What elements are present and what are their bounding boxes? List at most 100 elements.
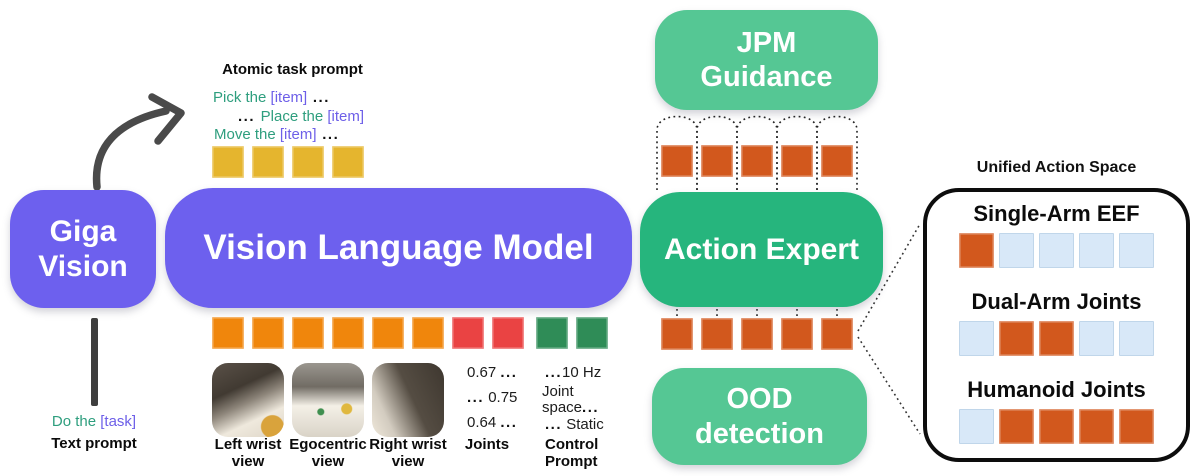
prompt-line-place: ... Place the [item] (238, 108, 364, 125)
jpm-token-row (661, 145, 853, 177)
action-token (661, 145, 693, 177)
yellow-token (212, 146, 244, 178)
ood-label-line1: OOD (726, 383, 793, 416)
action-token (821, 145, 853, 177)
unified-action-space-box: Single-Arm EEF Dual-Arm Joints Humanoid … (923, 188, 1190, 462)
prompt-move-verb: Move the (214, 126, 280, 143)
yellow-token (292, 146, 324, 178)
ood-detection-box: OOD detection (652, 368, 867, 465)
joint-value-3: 0.64 ... (467, 414, 518, 431)
single-arm-eef-token-row (959, 233, 1154, 268)
prompt-pick-verb: Pick the (213, 89, 271, 106)
ellipsis: ... (316, 126, 340, 143)
prompt-place-verb: Place the (260, 108, 328, 125)
prompt-line-move: Move the [item] ... (214, 126, 339, 143)
action-token (1079, 409, 1114, 444)
ellipsis: ... (238, 108, 261, 125)
action-token (1039, 321, 1074, 356)
control-joint-space-line1: Joint (542, 383, 574, 400)
action-token (1039, 409, 1074, 444)
blue-token (1079, 233, 1114, 268)
curved-arrow (92, 93, 185, 191)
prompt-place-item: [item] (327, 108, 365, 125)
action-token (999, 321, 1034, 356)
prompt-pick-item: [item] (270, 89, 308, 106)
orange-token (292, 317, 324, 349)
action-token (781, 145, 813, 177)
orange-token (412, 317, 444, 349)
blue-token (1039, 233, 1074, 268)
blue-token (1119, 321, 1154, 356)
ellipsis: ... (500, 414, 518, 431)
orange-token (212, 317, 244, 349)
green-token (536, 317, 568, 349)
action-token (701, 318, 733, 350)
humanoid-joints-token-row (959, 409, 1154, 444)
text-prompt-label: Text prompt (51, 435, 137, 452)
action-token (959, 233, 994, 268)
giga-vision-label-line1: Giga (49, 214, 117, 248)
orange-token (372, 317, 404, 349)
ellipsis: ... (582, 399, 600, 416)
vision-language-model-box: Vision Language Model (165, 188, 632, 308)
text-prompt-example: Do the [task] (44, 413, 144, 430)
atomic-task-prompt-title: Atomic task prompt (222, 61, 363, 78)
ood-label-line2: detection (695, 417, 824, 450)
action-token (781, 318, 813, 350)
giga-vision-label-line2: Vision (38, 250, 128, 283)
control-static: ... Static (545, 416, 604, 433)
text-prompt-connector (91, 318, 98, 406)
action-token (701, 145, 733, 177)
action-expert-box: Action Expert (640, 192, 883, 307)
ellipsis: ... (545, 364, 563, 381)
dual-arm-joints-label: Dual-Arm Joints (971, 289, 1142, 314)
giga-vision-box: Giga Vision (10, 190, 156, 308)
text-prompt-task: [task] (100, 413, 137, 430)
egocentric-view-image (292, 363, 364, 437)
blue-token (959, 409, 994, 444)
yellow-token (332, 146, 364, 178)
joint-value-2: ... 0.75 (467, 389, 518, 406)
yellow-token (252, 146, 284, 178)
blue-token (1079, 321, 1114, 356)
ellipsis: ... (500, 364, 518, 381)
prompt-line-pick: Pick the [item] ... (213, 89, 330, 106)
blue-token (1119, 233, 1154, 268)
ellipsis: ... (467, 389, 485, 406)
control-joint-space-line2: space... (542, 399, 600, 416)
red-token (492, 317, 524, 349)
jpm-label-line2: Guidance (700, 61, 833, 93)
action-token (741, 318, 773, 350)
action-token (1119, 409, 1154, 444)
orange-token (332, 317, 364, 349)
vlm-label: Vision Language Model (203, 228, 594, 268)
blue-token (959, 321, 994, 356)
ellipsis: ... (307, 89, 330, 106)
action-token (741, 145, 773, 177)
atomic-token-row (212, 146, 364, 178)
joints-label: Joints (464, 436, 510, 453)
action-expert-label: Action Expert (663, 232, 860, 266)
unified-action-space-title: Unified Action Space (976, 159, 1137, 176)
action-token (821, 318, 853, 350)
action-output-token-row (661, 318, 853, 350)
humanoid-joints-label: Humanoid Joints (967, 377, 1146, 402)
prompt-move-item: [item] (279, 126, 317, 143)
right-wrist-view-image (372, 363, 444, 437)
red-token (452, 317, 484, 349)
ellipsis: ... (545, 416, 563, 433)
orange-token (252, 317, 284, 349)
text-prompt-verb: Do the (51, 413, 101, 430)
jpm-guidance-box: JPM Guidance (655, 10, 878, 110)
action-token (661, 318, 693, 350)
control-rate: ...10 Hz (545, 364, 602, 381)
action-token (999, 409, 1034, 444)
vlm-input-token-row (212, 317, 608, 349)
left-wrist-view-image (212, 363, 284, 437)
jpm-label-line1: JPM (736, 26, 797, 59)
single-arm-eef-label: Single-Arm EEF (973, 201, 1140, 226)
